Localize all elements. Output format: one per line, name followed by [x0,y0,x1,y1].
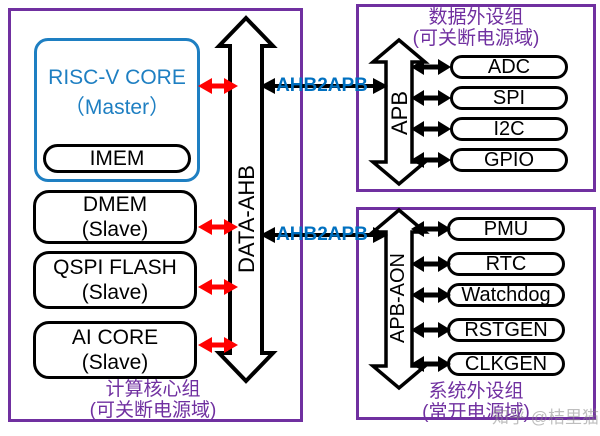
dmem-block: DMEM (Slave) [33,190,197,244]
adc-block: ADC [450,55,568,79]
system-peripheral-group-title: 系统外设组 [428,381,524,402]
gpio-label: GPIO [483,148,534,171]
rtc-block: RTC [447,252,565,276]
imem-block: IMEM [43,144,191,173]
compute-group-caption: 计算核心组 (可关断电源域) [8,379,298,421]
i2c-block: I2C [450,117,568,141]
data-peripheral-group-subtitle: (可关断电源域) [412,28,540,49]
pmu-block: PMU [447,217,565,241]
ai-core-role: (Slave) [81,351,149,374]
pmu-label: PMU [483,217,529,240]
ahb2apb-bridge-label-bottom: AHB2APB [276,224,368,245]
spi-label: SPI [492,86,526,109]
compute-group-title: 计算核心组 [105,379,201,400]
qspi-flash-name: QSPI FLASH [53,256,177,279]
data-ahb-bus-label: DATA-AHB [234,165,259,273]
dmem-name: DMEM [82,193,148,216]
ahb2apb-bridge-label-top: AHB2APB [276,75,368,96]
riscv-core-block: RISC-V CORE （Master） IMEM [34,38,200,182]
gpio-block: GPIO [450,148,568,172]
system-peripheral-group-subtitle: (常开电源域) [422,402,530,423]
dmem-role: (Slave) [81,218,149,241]
i2c-label: I2C [493,117,525,140]
adc-label: ADC [487,55,531,78]
rstgen-label: RSTGEN [464,318,548,341]
ai-core-name: AI CORE [71,326,159,349]
riscv-core-name: RISC-V CORE [48,66,186,89]
apb-bus-label: APB [387,90,412,136]
watchdog-label: Watchdog [461,283,551,306]
ai-core-block: AI CORE (Slave) [33,321,197,379]
apb-aon-bus-label: APB-AON [387,252,409,344]
rtc-label: RTC [485,252,527,275]
spi-block: SPI [450,86,568,110]
compute-group-subtitle: (可关断电源域) [89,400,217,421]
data-peripheral-group-title: 数据外设组 [428,7,524,28]
clkgen-label: CLKGEN [464,352,548,375]
qspi-flash-role: (Slave) [81,281,149,304]
imem-label: IMEM [89,146,145,170]
rstgen-block: RSTGEN [447,318,565,342]
data-peripheral-group-caption: 数据外设组 (可关断电源域) [356,7,596,49]
qspi-flash-block: QSPI FLASH (Slave) [33,251,197,309]
watchdog-block: Watchdog [447,283,565,307]
system-peripheral-group-caption: 系统外设组 (常开电源域) [356,381,596,423]
riscv-core-role: （Master） [63,96,171,119]
clkgen-block: CLKGEN [447,352,565,376]
zhihu-watermark: 知乎 @桔里猫 [492,408,599,427]
